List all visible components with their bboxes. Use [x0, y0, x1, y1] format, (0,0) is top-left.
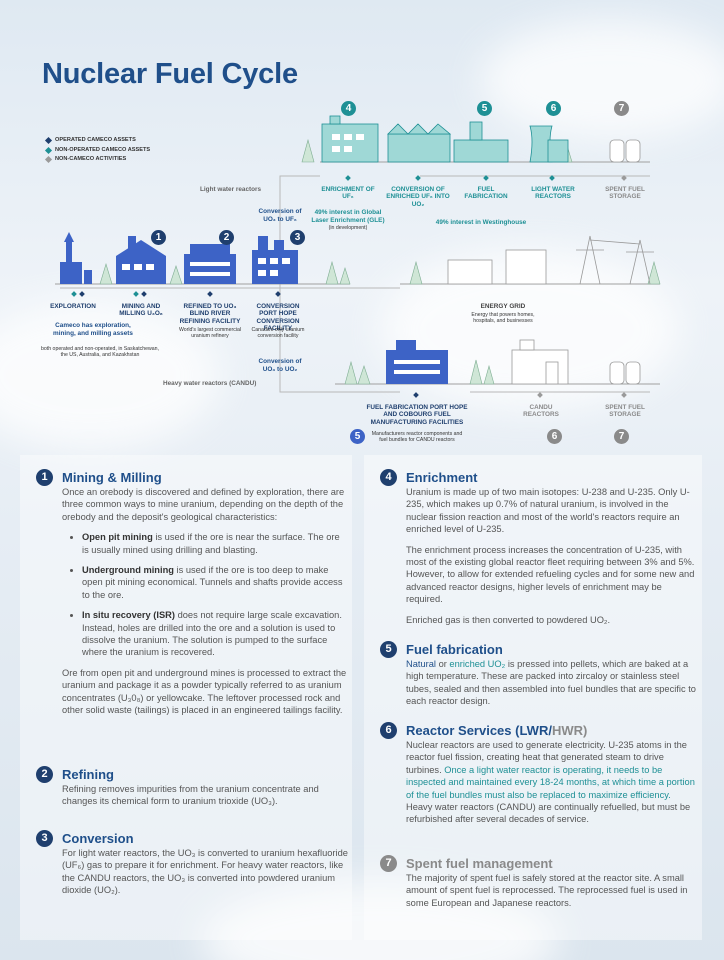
number-badge: 4 [380, 469, 397, 486]
mining-label: MINING AND MILLING U₃O₈ [119, 303, 163, 318]
conversion-plant-icon [387, 133, 451, 163]
lwr-label: LIGHT WATER REACTORS [531, 186, 575, 201]
section-text: Nuclear reactors are used to generate el… [406, 740, 695, 825]
exploration-icon [60, 232, 92, 284]
legend-item: NON-OPERATED CAMECO ASSETS [44, 146, 151, 156]
enrichment-label: ENRICHMENT OF UF₆ [321, 186, 375, 201]
candu-label: CANDU REACTORS [523, 404, 559, 419]
refinery-icon [184, 244, 236, 284]
spent-fuel-storage-icon [609, 139, 641, 163]
section-text: The enrichment process increases the con… [406, 544, 695, 605]
step-number: 7 [614, 101, 629, 116]
exploration-sub: both operated and non-operated, in Saska… [41, 346, 159, 359]
section-reactor-services: 6 Reactor Services (LWR/HWR) Nuclear reac… [380, 722, 698, 834]
step-number: 2 [219, 230, 234, 245]
step-number: 5 [350, 429, 365, 444]
conversion-uo2-note: Conversion of UO₃ to UO₂ [258, 358, 302, 373]
refined-sub: World's largest commercial uranium refin… [178, 327, 241, 340]
conversion-uf6-note: Conversion of UO₃ to UF₆ [258, 208, 302, 223]
section-title: Enrichment [406, 470, 478, 485]
section-title: Conversion [62, 831, 134, 846]
legend-label: NON-OPERATED CAMECO ASSETS [55, 146, 151, 153]
section-text: The majority of spent fuel is safely sto… [406, 873, 688, 908]
candu-fuel-fab-label: FUEL FABRICATION Port Hope and Cobourg f… [366, 404, 468, 426]
left-panel [20, 455, 352, 940]
section-title: Spent fuel management [406, 856, 553, 871]
gle-note: 49% interest in Global Laser Enrichment … [311, 209, 385, 224]
spent-top-label: SPENT FUEL STORAGE [605, 186, 645, 201]
legend-label: NON-CAMECO ACTIVITIES [55, 156, 127, 162]
legend-item: OPERATED CAMECO ASSETS [44, 136, 150, 146]
spent-bottom-label: SPENT FUEL STORAGE [605, 404, 645, 419]
cloud-bg [480, 20, 724, 140]
exploration-label: EXPLORATION [50, 303, 96, 310]
mining-methods-list: Open pit mining is used if the ore is ne… [62, 531, 348, 659]
number-badge: 7 [380, 855, 397, 872]
step-number: 6 [547, 429, 562, 444]
light-water-label: Light water reactors [200, 186, 262, 193]
energy-grid-sub: Energy that powers homes, hospitals, and… [471, 312, 535, 325]
step-number: 5 [477, 101, 492, 116]
number-badge: 6 [380, 722, 397, 739]
list-item: Underground mining is used if the ore is… [82, 564, 348, 601]
tree-icon [99, 138, 661, 385]
section-title: Fuel fabrication [406, 642, 503, 657]
fuel-fab-label: FUEL FABRICATION [464, 186, 508, 201]
fuel-cycle-diagram [55, 115, 661, 398]
westinghouse-note: 49% interest in Westinghouse [435, 219, 527, 226]
section-title: Mining & Milling [62, 470, 162, 485]
spent-fuel-storage-icon [609, 361, 641, 385]
enrichment-plant-icon [321, 123, 379, 163]
right-panel [364, 455, 702, 940]
step-number: 4 [341, 101, 356, 116]
section-title: Reactor Services (LWR/HWR) [406, 723, 588, 738]
legend-label: OPERATED CAMECO ASSETS [55, 137, 136, 143]
gle-dev-note: (in development) [328, 225, 368, 231]
section-text: For light water reactors, the UO₃ is con… [62, 848, 348, 896]
number-badge: 3 [36, 830, 53, 847]
status-diamonds [71, 175, 627, 398]
conversion-sub: Canada's only uranium conversion facilit… [251, 327, 305, 340]
candu-reactor-icon [511, 339, 569, 385]
step-number: 3 [290, 230, 305, 245]
step-number: 6 [546, 101, 561, 116]
flow-line [279, 288, 400, 393]
exploration-note: Cameco has exploration, mining, and mill… [53, 322, 133, 337]
section-conversion: 3 Conversion For light water reactors, th… [36, 830, 348, 905]
section-text: Refining removes impurities from the ura… [62, 784, 319, 807]
conversion-label: CONVERSION Port Hope conversion facility [256, 303, 300, 333]
fuel-fab-plant-icon [453, 139, 509, 163]
step-number: 7 [614, 429, 629, 444]
legend: OPERATED CAMECO ASSETS NON-OPERATED CAME… [44, 136, 151, 165]
conversion-facility-icon [252, 236, 298, 284]
number-badge: 5 [380, 641, 397, 658]
section-mining: 1 Mining & Milling Once an orebody is dis… [36, 469, 348, 725]
candu-fuel-fab-icon [386, 340, 448, 384]
list-item: Open pit mining is used if the ore is ne… [82, 531, 348, 556]
section-text: Natural or enriched UO₂ is pressed into … [406, 659, 696, 707]
step-number: 1 [151, 230, 166, 245]
section-spent-fuel: 7 Spent fuel management The majority of s… [380, 855, 698, 917]
section-fuel-fabrication: 5 Fuel fabrication Natural or enriched UO… [380, 641, 698, 716]
number-badge: 2 [36, 766, 53, 783]
number-badge: 1 [36, 469, 53, 486]
section-text: Enriched gas is then converted to powder… [406, 614, 611, 625]
section-enrichment: 4 Enrichment Uranium is made up of two ma… [380, 469, 698, 634]
cloud-bg [0, 300, 220, 450]
section-text: Uranium is made up of two main isotopes:… [406, 487, 690, 535]
page-title: Nuclear Fuel Cycle [42, 58, 298, 90]
energy-grid-icon [447, 235, 654, 285]
energy-grid-label: ENERGY GRID [480, 303, 526, 310]
legend-item: NON-CAMECO ACTIVITIES [44, 155, 150, 165]
refined-label: REFINED TO UO₃ Blind River refining faci… [179, 303, 241, 325]
heavy-water-label: Heavy water reactors (CANDU) [163, 380, 257, 387]
candu-fuel-fab-sub: Manufacturers reactor components and fue… [371, 431, 463, 444]
conv-enriched-label: CONVERSION OF ENRICHED UF₆ INTO UO₂ [386, 186, 450, 208]
section-text: Ore from open pit and underground mines … [62, 667, 347, 716]
section-title: Refining [62, 767, 114, 782]
section-text: Once an orebody is discovered and define… [62, 487, 345, 522]
list-item: In situ recovery (ISR) does not require … [82, 609, 348, 659]
section-refining: 2 Refining Refining removes impurities fr… [36, 766, 348, 816]
